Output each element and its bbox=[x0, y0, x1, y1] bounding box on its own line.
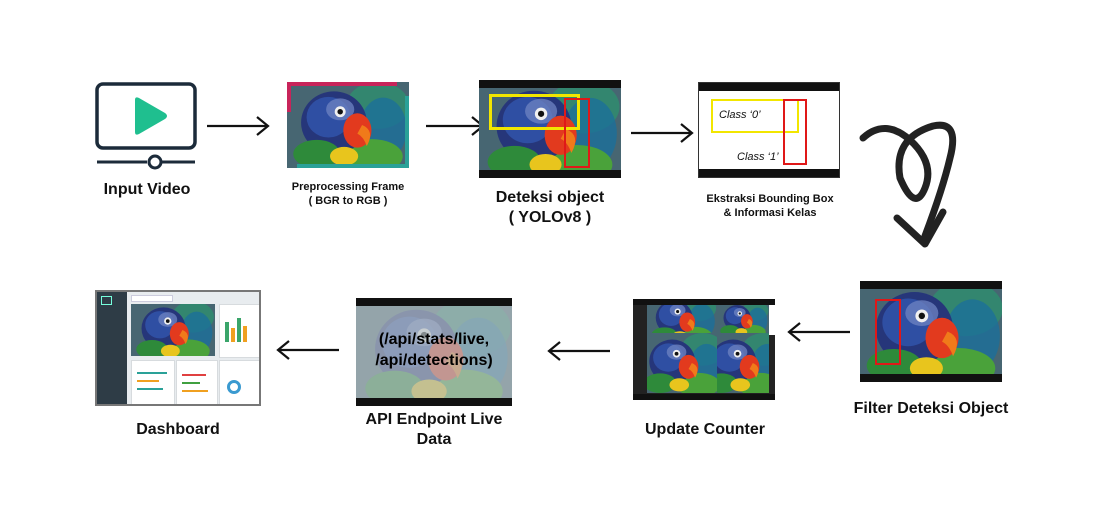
class-0-label: Class ‘0’ bbox=[719, 109, 761, 121]
api-endpoint-frame: (/api/stats/live, /api/detections) bbox=[356, 298, 512, 406]
update-counter-label: Update Counter bbox=[645, 421, 765, 438]
class-1-label: Class ‘1’ bbox=[737, 151, 779, 163]
detection-frame-image bbox=[479, 80, 621, 178]
dashboard-thumbnail bbox=[95, 290, 261, 406]
bbox-yellow bbox=[711, 99, 799, 133]
api-endpoint-text: (/api/stats/live, /api/detections) bbox=[375, 331, 493, 369]
curly-arrow-down-icon bbox=[859, 121, 957, 248]
dashboard-label: Dashboard bbox=[136, 421, 220, 438]
ekstraksi-label: Ekstraksi Bounding Box & Informasi Kelas bbox=[706, 193, 834, 219]
arrow-right-icon bbox=[207, 116, 270, 136]
deteksi-label: Deteksi object ( YOLOv8 ) bbox=[495, 189, 605, 226]
update-counter-image bbox=[633, 299, 775, 400]
input-video-label: Input Video bbox=[103, 181, 191, 198]
bbox-red bbox=[875, 299, 901, 365]
bbox-yellow bbox=[489, 94, 580, 130]
api-endpoint-label: API Endpoint Live Data bbox=[365, 411, 503, 448]
arrow-right-icon bbox=[426, 116, 485, 136]
preprocessing-label: Preprocessing Frame ( BGR to RGB ) bbox=[291, 181, 405, 207]
arrow-left-icon bbox=[547, 341, 610, 361]
bbox-red bbox=[783, 99, 807, 165]
arrow-right-icon bbox=[631, 123, 694, 143]
arrow-left-icon bbox=[787, 322, 850, 342]
filter-frame-image bbox=[860, 281, 1002, 382]
preprocessing-frame-image bbox=[287, 82, 409, 168]
video-player-icon bbox=[95, 82, 197, 170]
arrow-left-icon bbox=[276, 340, 339, 360]
extraction-frame: Class ‘0’ Class ‘1’ bbox=[698, 82, 840, 178]
filter-label: Filter Deteksi Object bbox=[853, 400, 1009, 417]
bbox-red bbox=[564, 98, 590, 168]
